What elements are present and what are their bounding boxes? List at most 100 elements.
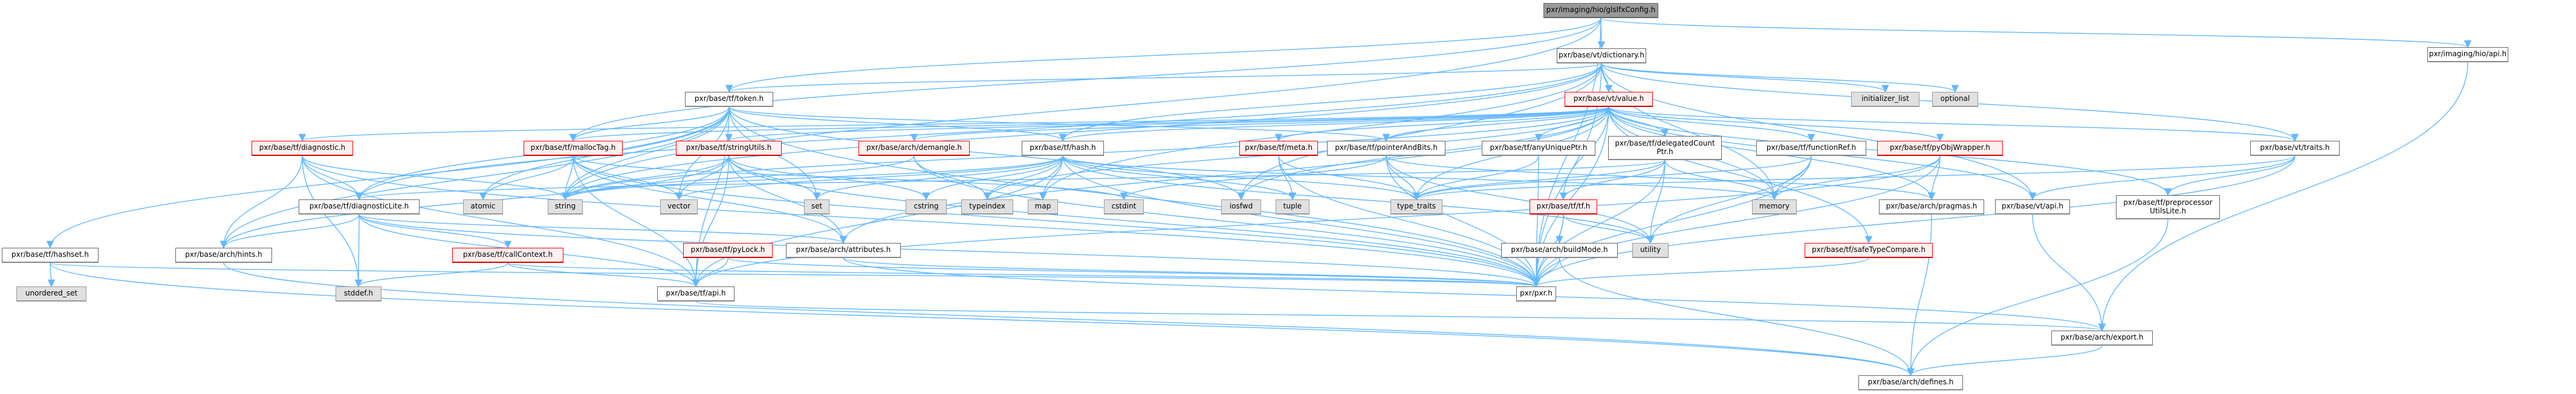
edge-hash-to-type_traits (1062, 155, 1421, 201)
edge-value-to-diagnostic (299, 106, 1609, 142)
edge-stringUtils-to-cstring (728, 155, 930, 201)
edge-diagnosticLite-to-hints (219, 214, 360, 249)
node-vt-dictionary-h[interactable]: pxr/base/vt/dictionary.h (1557, 48, 1646, 63)
edge-pragmas-to-defines (1907, 214, 1932, 376)
edge-safeTypeCompare-to-pxr (1532, 257, 1869, 288)
edge-stringUtils-to-vector (675, 155, 730, 201)
node-vt-api-h[interactable]: pxr/base/vt/api.h (1995, 199, 2070, 215)
node-tf-api-h[interactable]: pxr/base/tf/api.h (657, 286, 735, 302)
node-arch-buildmode-h[interactable]: pxr/base/arch/buildMode.h (1501, 243, 1618, 258)
edge-pyObjWrapper-to-pragmas (1927, 155, 1941, 201)
node-tf-pylock-h[interactable]: pxr/base/tf/pyLock.h (683, 243, 773, 258)
edge-diagnosticLite-to-pxr (358, 214, 1540, 288)
node-string[interactable]: string (548, 199, 583, 215)
node-arch-defines-h[interactable]: pxr/base/arch/defines.h (1858, 375, 1963, 390)
node-type-traits[interactable]: type_traits (1390, 199, 1442, 215)
edge-dictionary-to-memory (1601, 63, 1779, 201)
edge-hash-to-tuple (1062, 155, 1297, 201)
node-arch-hints-h[interactable]: pxr/base/arch/hints.h (175, 248, 272, 263)
node-tf-preprocessorutilslite-h[interactable]: pxr/base/tf/preprocessor UtilsLite.h (2116, 195, 2220, 219)
edge-anyUniquePtr-to-pxr (1532, 155, 1540, 288)
edge-tfApi-to-export (695, 301, 2106, 332)
node-tf-meta-h[interactable]: pxr/base/tf/meta.h (1239, 141, 1318, 156)
edge-vtApi-to-export (2032, 214, 2106, 332)
edge-stringUtils-to-attributes (728, 155, 848, 244)
edge-diagnostic-to-hints (219, 155, 303, 249)
node-stddef-h[interactable]: stddef.h (336, 286, 381, 302)
node-arch-export-h[interactable]: pxr/base/arch/export.h (2051, 331, 2153, 346)
edge-value-to-attributes (839, 106, 1609, 244)
edge-hints-to-defines (223, 262, 1915, 376)
node-arch-pragmas-h[interactable]: pxr/base/arch/pragmas.h (1879, 199, 1984, 215)
edge-buildMode-to-defines (1559, 257, 1915, 376)
edge-hashset-to-pxr (50, 262, 1539, 288)
node-tf-functionref-h[interactable]: pxr/base/tf/functionRef.h (1756, 141, 1866, 156)
node-map[interactable]: map (1028, 199, 1058, 215)
node-arch-attributes-h[interactable]: pxr/base/arch/attributes.h (786, 243, 901, 258)
node-initializer-list[interactable]: initializer_list (1851, 92, 1919, 107)
node-tf-callcontext-h[interactable]: pxr/base/tf/callContext.h (452, 248, 563, 263)
edge-hash-to-set (813, 155, 1063, 201)
edge-value-to-pyObjWrapper (1608, 106, 1944, 142)
edge-meta-to-pxr (1278, 155, 1540, 288)
edge-value-to-stringUtils (725, 106, 1609, 142)
node-optional[interactable]: optional (1932, 92, 1978, 107)
node-glslfxconfig-h[interactable]: pxr/imaging/hio/glslfxConfig.h (1543, 3, 1658, 18)
edge-hash-to-string (561, 155, 1063, 201)
edge-token-to-string (561, 106, 730, 201)
node-tf-pyobjwrapper-h[interactable]: pxr/base/tf/pyObjWrapper.h (1877, 141, 2003, 156)
edge-vtTraits-to-pxr (1532, 155, 2295, 288)
node-memory[interactable]: memory (1752, 199, 1797, 215)
edge-hash-to-tfApi (692, 155, 1063, 288)
node-tf-delegatedcountptr-h[interactable]: pxr/base/tf/delegatedCount Ptr.h (1608, 136, 1722, 160)
node-tf-hashset-h[interactable]: pxr/base/tf/hashset.h (2, 248, 99, 263)
node-atomic[interactable]: atomic (463, 199, 503, 215)
node-tf-hash-h[interactable]: pxr/base/tf/hash.h (1022, 141, 1104, 156)
node-tf-diagnosticlite-h[interactable]: pxr/base/tf/diagnosticLite.h (299, 199, 420, 215)
node-vector[interactable]: vector (660, 199, 698, 215)
edge-functionRef-to-utility (1646, 155, 1812, 244)
node-tf-stringutils-h[interactable]: pxr/base/tf/stringUtils.h (676, 141, 782, 156)
node-typeindex[interactable]: typeindex (961, 199, 1013, 215)
edge-token-to-pointerAndBits (728, 106, 1390, 142)
edge-attributes-to-export (843, 257, 2106, 332)
edge-hash-to-pxr (1062, 155, 1540, 288)
edge-pointerAndBits-to-utility (1386, 155, 1655, 244)
edge-hash-to-utility (1062, 155, 1655, 244)
node-vt-value-h[interactable]: pxr/base/vt/value.h (1565, 92, 1653, 107)
node-pxr-h[interactable]: pxr/pxr.h (1516, 286, 1556, 302)
edge-diagnostic-to-stddef (302, 155, 363, 288)
node-hio-api-h[interactable]: pxr/imaging/hio/api.h (2427, 47, 2508, 62)
edge-hash-to-map (1039, 155, 1063, 201)
node-iosfwd[interactable]: iosfwd (1221, 199, 1261, 215)
node-tf-token-h[interactable]: pxr/base/tf/token.h (685, 92, 773, 107)
edge-delegatedCountPtr-to-diagnosticLite (355, 160, 1666, 201)
edge-vtTraits-to-preprocessorUtilsLite (2164, 155, 2295, 196)
edge-hash-to-cstring (922, 155, 1063, 201)
edge-demangle-to-string (561, 155, 915, 201)
node-vt-traits-h[interactable]: pxr/base/vt/traits.h (2250, 141, 2340, 156)
edge-dictionary-to-optional (1601, 63, 1959, 93)
edge-mallocTag-to-pxr (573, 155, 1540, 288)
node-tuple[interactable]: tuple (1276, 199, 1309, 215)
node-tf-malloctag-h[interactable]: pxr/base/tf/mallocTag.h (524, 141, 623, 156)
node-utility[interactable]: utility (1632, 243, 1669, 258)
node-tf-pointerandbits-h[interactable]: pxr/base/tf/pointerAndBits.h (1327, 141, 1445, 156)
node-set[interactable]: set (804, 199, 829, 215)
edge-token-to-pxr (728, 106, 1540, 288)
edge-delegatedCountPtr-to-tf (1559, 160, 1666, 201)
node-tf-anyuniqueptr-h[interactable]: pxr/base/tf/anyUniquePtr.h (1482, 141, 1595, 156)
edge-dictionary-to-hash (1059, 63, 1602, 142)
node-cstring[interactable]: cstring (906, 199, 947, 215)
edge-token-to-tfApi (692, 106, 730, 288)
node-tf-tf-h[interactable]: pxr/base/tf/tf.h (1530, 199, 1597, 215)
node-unordered-set[interactable]: unordered_set (16, 286, 86, 302)
node-cstdint[interactable]: cstdint (1104, 199, 1144, 215)
edge-callContext-to-tfApi (507, 262, 700, 288)
edge-glslfxConfig-to-mallocTag (569, 18, 1601, 142)
edge-diagnostic-to-tfApi (302, 155, 700, 288)
node-arch-demangle-h[interactable]: pxr/base/arch/demangle.h (858, 141, 970, 156)
node-tf-safetypecompare-h[interactable]: pxr/base/tf/safeTypeCompare.h (1805, 243, 1933, 258)
node-tf-diagnostic-h[interactable]: pxr/base/tf/diagnostic.h (251, 141, 353, 156)
edge-diagnostic-to-string (302, 155, 569, 201)
